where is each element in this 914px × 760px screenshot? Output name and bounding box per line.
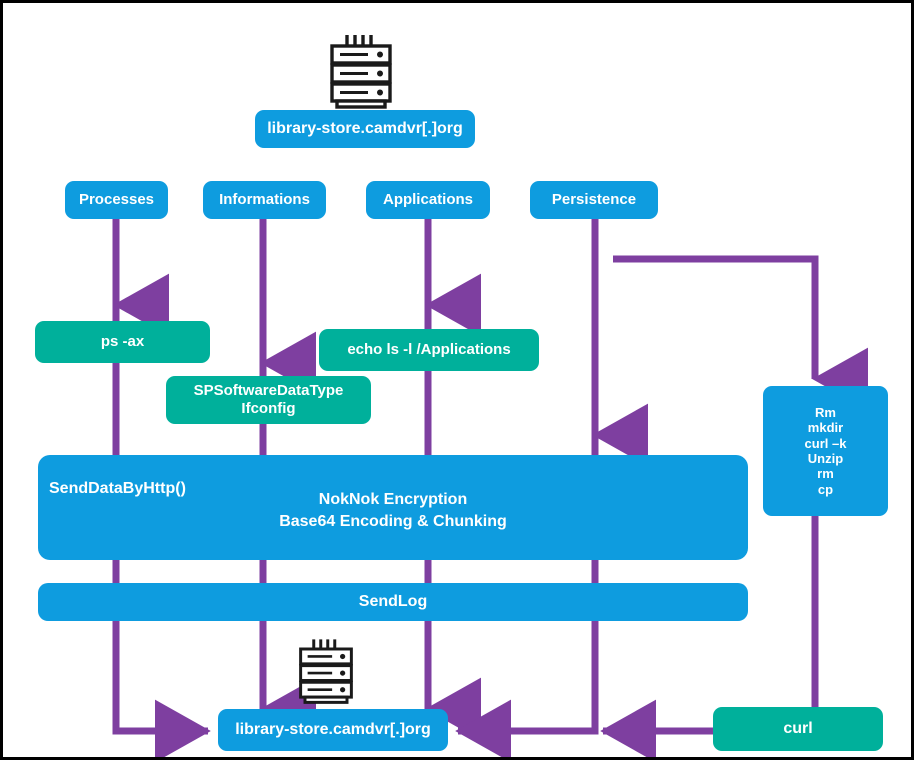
- arrow-persistence-to-commands: [613, 255, 869, 411]
- node-command-echo-ls-applications[interactable]: echo ls -l /Applications: [319, 329, 539, 371]
- node-c2-top[interactable]: library-store.camdvr[.]org: [255, 110, 475, 148]
- arrow-sendlog-col4-to-c2: [455, 621, 599, 757]
- node-command-persistence-list[interactable]: Rm mkdir curl –k Unzip rm cp: [763, 386, 888, 516]
- node-collect-informations[interactable]: Informations: [203, 181, 326, 219]
- node-c2-bottom[interactable]: library-store.camdvr[.]org: [218, 709, 448, 751]
- node-sendlog[interactable]: SendLog: [38, 583, 748, 621]
- node-command-curl[interactable]: curl: [713, 707, 883, 751]
- label-exfil-detail: NokNok Encryption Base64 Encoding & Chun…: [279, 491, 507, 530]
- node-collect-processes[interactable]: Processes: [65, 181, 168, 219]
- node-exfil-block[interactable]: [38, 455, 748, 560]
- arrow-sendlog-left-to-c2: [112, 621, 211, 757]
- server-rack-icon: [321, 31, 401, 109]
- label-senddatabyhttp: SendDataByHttp(): [49, 480, 186, 498]
- node-collect-persistence[interactable]: Persistence: [530, 181, 658, 219]
- node-command-spsoftwaredatatype[interactable]: SPSoftwareDataType Ifconfig: [166, 376, 371, 424]
- server-rack-icon-bottom: [291, 635, 361, 705]
- node-collect-applications[interactable]: Applications: [366, 181, 490, 219]
- node-command-ps-ax[interactable]: ps -ax: [35, 321, 210, 363]
